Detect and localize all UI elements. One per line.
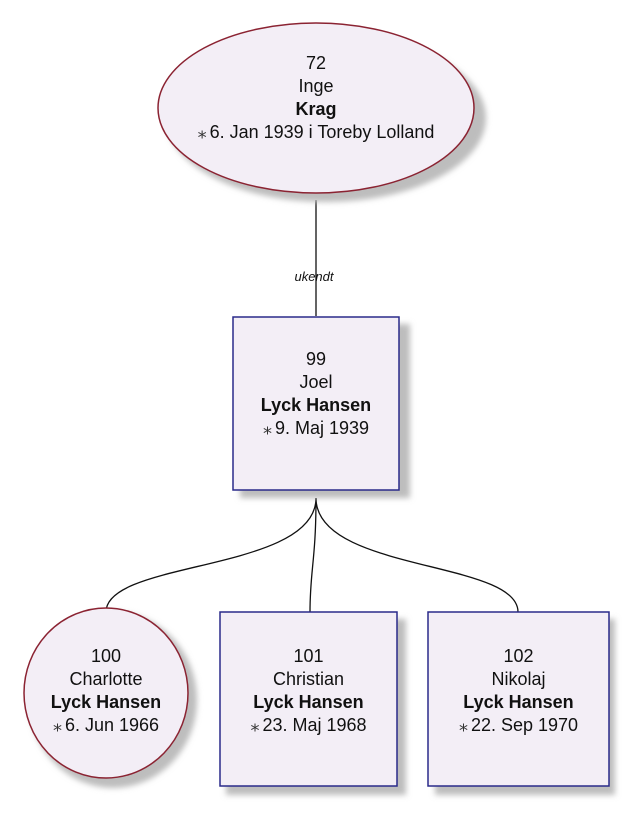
node-101-text: 101 Christian Lyck Hansen ⁎23. Maj 1968 <box>220 645 397 737</box>
person-id: 100 <box>90 646 122 666</box>
person-birth-text: 6. Jan 1939 i Toreby Lolland <box>209 122 435 142</box>
node-100-shape[interactable] <box>23 607 189 779</box>
person-birth-text: 6. Jun 1966 <box>64 715 160 735</box>
connector-99-100 <box>105 497 317 613</box>
star-icon: ⁎ <box>52 715 62 735</box>
person-surname: Lyck Hansen <box>50 692 162 712</box>
node-99-shape[interactable] <box>232 316 400 491</box>
person-id: 99 <box>305 349 327 369</box>
person-birth-text: 9. Maj 1939 <box>274 418 370 438</box>
node-102-shape[interactable] <box>427 611 610 787</box>
person-id: 101 <box>293 646 324 666</box>
person-first-name: Inge <box>298 76 334 96</box>
person-id: 72 <box>305 53 327 73</box>
person-surname: Lyck Hansen <box>253 692 364 712</box>
node-99-text: 99 Joel Lyck Hansen ⁎9. Maj 1939 <box>233 348 399 440</box>
node-102-text: 102 Nikolaj Lyck Hansen ⁎22. Sep 1970 <box>428 645 609 737</box>
star-icon: ⁎ <box>262 418 272 438</box>
node-72-shape[interactable] <box>157 22 475 194</box>
node-72-text: 72 Inge Krag ⁎6. Jan 1939 i Toreby Lolla… <box>158 52 474 144</box>
person-first-name: Christian <box>272 669 345 689</box>
star-icon: ⁎ <box>197 122 207 142</box>
person-surname: Lyck Hansen <box>463 692 574 712</box>
connector-99-101 <box>309 497 317 613</box>
person-birth: ⁎6. Jan 1939 i Toreby Lolland <box>158 121 474 144</box>
person-birth-text: 23. Maj 1968 <box>262 715 367 735</box>
star-icon: ⁎ <box>458 715 468 735</box>
person-first-name: Joel <box>299 372 333 392</box>
person-birth: ⁎9. Maj 1939 <box>233 417 399 440</box>
connector-99-102 <box>315 497 519 613</box>
person-id: 102 <box>503 646 534 666</box>
node-100-text: 100 Charlotte Lyck Hansen ⁎6. Jun 1966 <box>24 645 188 737</box>
relation-label-72-99: ukendt <box>294 269 334 284</box>
person-birth: ⁎22. Sep 1970 <box>428 714 609 737</box>
node-101-shape[interactable] <box>219 611 398 787</box>
star-icon: ⁎ <box>250 715 260 735</box>
person-birth-text: 22. Sep 1970 <box>470 715 579 735</box>
person-surname: Krag <box>295 99 337 119</box>
person-birth: ⁎6. Jun 1966 <box>24 714 188 737</box>
person-first-name: Nikolaj <box>491 669 546 689</box>
person-first-name: Charlotte <box>69 669 143 689</box>
person-birth: ⁎23. Maj 1968 <box>220 714 397 737</box>
person-surname: Lyck Hansen <box>260 395 372 415</box>
